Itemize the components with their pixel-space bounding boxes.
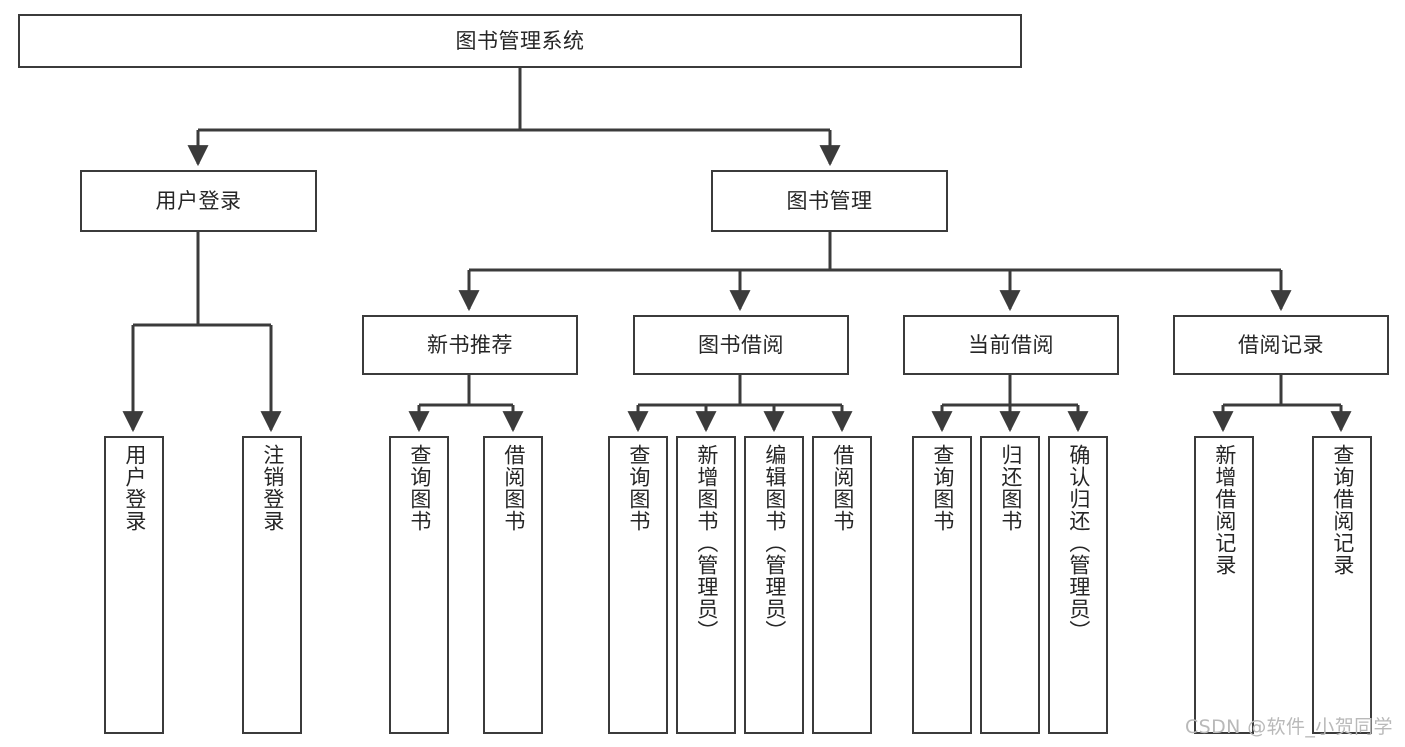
node-borrow-record-label: 借阅记录 bbox=[1238, 332, 1324, 357]
leaf-return-book-label: 归还图书 bbox=[998, 444, 1023, 532]
leaf-user-login-label: 用户登录 bbox=[122, 444, 147, 532]
leaf-query-book-3[interactable]: 查询图书 bbox=[912, 436, 972, 734]
leaf-add-book-label: 新增图书（管理员） bbox=[694, 444, 719, 642]
leaf-query-book-1[interactable]: 查询图书 bbox=[389, 436, 449, 734]
leaf-confirm-return-label: 确认归还（管理员） bbox=[1066, 444, 1091, 642]
leaf-edit-book[interactable]: 编辑图书（管理员） bbox=[744, 436, 804, 734]
watermark-text: CSDN @软件_小贺同学 bbox=[1185, 716, 1393, 738]
leaf-return-book[interactable]: 归还图书 bbox=[980, 436, 1040, 734]
node-root-label: 图书管理系统 bbox=[455, 28, 585, 53]
leaf-add-record-label: 新增借阅记录 bbox=[1212, 444, 1237, 576]
leaf-add-book[interactable]: 新增图书（管理员） bbox=[676, 436, 736, 734]
node-current-borrow-label: 当前借阅 bbox=[968, 332, 1054, 357]
leaf-query-book-2-label: 查询图书 bbox=[626, 444, 651, 532]
leaf-logout-login-label: 注销登录 bbox=[260, 444, 285, 532]
node-book-borrow[interactable]: 图书借阅 bbox=[633, 315, 849, 375]
node-root[interactable]: 图书管理系统 bbox=[18, 14, 1022, 68]
leaf-logout-login[interactable]: 注销登录 bbox=[242, 436, 302, 734]
leaf-borrow-book-1-label: 借阅图书 bbox=[501, 444, 526, 532]
leaf-add-record[interactable]: 新增借阅记录 bbox=[1194, 436, 1254, 734]
leaf-borrow-book-2[interactable]: 借阅图书 bbox=[812, 436, 872, 734]
leaf-query-book-3-label: 查询图书 bbox=[930, 444, 955, 532]
node-current-borrow[interactable]: 当前借阅 bbox=[903, 315, 1119, 375]
leaf-confirm-return[interactable]: 确认归还（管理员） bbox=[1048, 436, 1108, 734]
node-book-borrow-label: 图书借阅 bbox=[698, 332, 784, 357]
leaf-edit-book-label: 编辑图书（管理员） bbox=[762, 444, 787, 642]
leaf-user-login[interactable]: 用户登录 bbox=[104, 436, 164, 734]
node-borrow-record[interactable]: 借阅记录 bbox=[1173, 315, 1389, 375]
leaf-query-record[interactable]: 查询借阅记录 bbox=[1312, 436, 1372, 734]
leaf-query-record-label: 查询借阅记录 bbox=[1330, 444, 1355, 576]
leaf-query-book-2[interactable]: 查询图书 bbox=[608, 436, 668, 734]
node-book-management-label: 图书管理 bbox=[786, 188, 873, 213]
node-user-login[interactable]: 用户登录 bbox=[80, 170, 317, 232]
node-new-book-recommend-label: 新书推荐 bbox=[427, 332, 513, 357]
node-book-management[interactable]: 图书管理 bbox=[711, 170, 948, 232]
node-new-book-recommend[interactable]: 新书推荐 bbox=[362, 315, 578, 375]
leaf-query-book-1-label: 查询图书 bbox=[407, 444, 432, 532]
leaf-borrow-book-2-label: 借阅图书 bbox=[830, 444, 855, 532]
node-user-login-label: 用户登录 bbox=[155, 188, 242, 213]
leaf-borrow-book-1[interactable]: 借阅图书 bbox=[483, 436, 543, 734]
